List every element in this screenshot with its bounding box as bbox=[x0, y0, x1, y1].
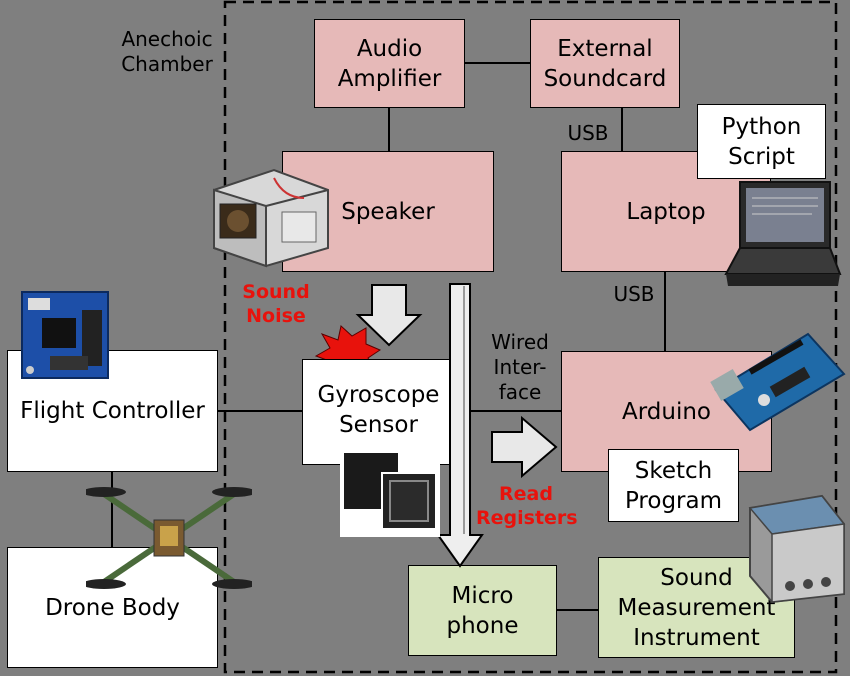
sound-to-microphone-arrow bbox=[436, 283, 484, 568]
anechoic-chamber-label: Anechoic Chamber bbox=[121, 27, 213, 76]
drone-photo-icon bbox=[86, 487, 252, 589]
read-registers-label: Read Registers bbox=[476, 483, 578, 529]
drone-body-box: Drone Body bbox=[7, 547, 218, 668]
speaker-photo-icon bbox=[213, 168, 329, 268]
usb-label-top: USB bbox=[567, 121, 609, 145]
laptop-photo-icon bbox=[724, 181, 842, 286]
gyroscope-chip-icon bbox=[340, 449, 440, 537]
wired-interface-label: Wired Inter- face bbox=[491, 330, 549, 404]
flight-controller-board-icon bbox=[21, 291, 109, 379]
arduino-board-icon bbox=[710, 332, 846, 432]
microphone-box: Micro phone bbox=[408, 565, 557, 656]
sound-measurement-instrument-box: Sound Measurement Instrument bbox=[598, 557, 795, 658]
read-registers-arrow bbox=[491, 415, 558, 479]
audio-amplifier-box: Audio Amplifier bbox=[314, 19, 465, 108]
measurement-instrument-icon bbox=[748, 494, 846, 604]
python-script-box: Python Script bbox=[697, 104, 826, 179]
external-soundcard-box: External Soundcard bbox=[530, 19, 680, 108]
sound-noise-label: Sound Noise bbox=[242, 281, 310, 327]
gyroscope-sensor-box: Gyroscope Sensor bbox=[302, 359, 455, 465]
sketch-program-box: Sketch Program bbox=[608, 449, 739, 522]
anechoic-chamber-boundary bbox=[223, 0, 838, 674]
usb-label-mid: USB bbox=[613, 282, 655, 306]
sound-down-arrow bbox=[355, 284, 423, 347]
